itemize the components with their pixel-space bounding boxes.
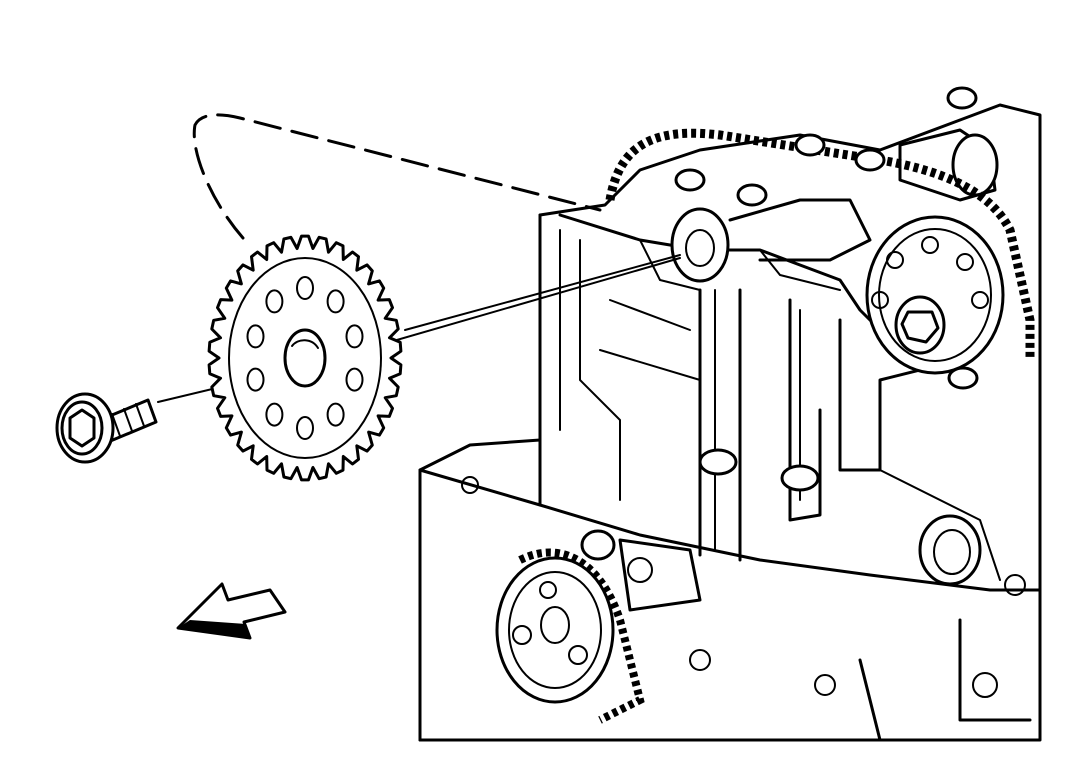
sprocket-hole	[246, 367, 265, 392]
sprocket-hole	[296, 416, 314, 440]
sprocket-hole	[326, 289, 345, 314]
hollow-arrow-icon	[176, 582, 287, 640]
sprocket-hole	[296, 276, 314, 300]
sprocket-hole	[345, 324, 364, 349]
sprocket-inner-rim	[228, 257, 382, 459]
exhaust-camshaft-sprocket	[865, 215, 1005, 375]
sprocket-hole	[265, 402, 284, 427]
head-bolts	[580, 86, 979, 561]
sprocket-hole	[345, 367, 364, 392]
sprocket-center-bore	[283, 328, 327, 388]
camshaft-sprocket	[207, 234, 403, 482]
sprocket-hole	[265, 289, 284, 314]
crankshaft-sprocket	[495, 556, 615, 704]
engine-assembly	[418, 86, 1042, 742]
sprocket-hole	[326, 402, 345, 427]
sprocket-bolt	[55, 392, 158, 464]
sprocket-hole	[246, 324, 265, 349]
sprocket-lightening-holes	[246, 276, 364, 440]
